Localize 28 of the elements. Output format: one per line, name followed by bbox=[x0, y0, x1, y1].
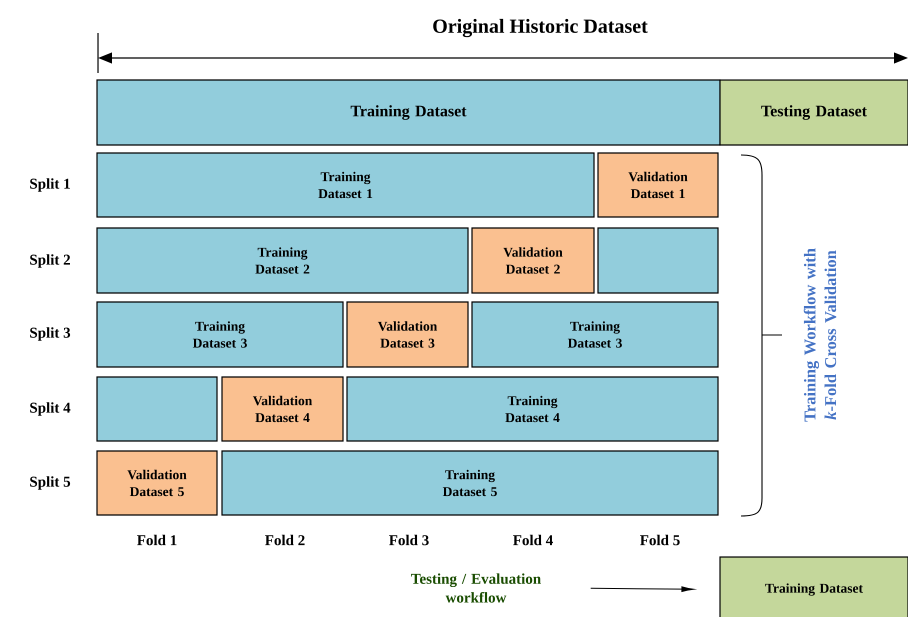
split-label: Split 5 bbox=[30, 476, 70, 490]
empty-fold-box bbox=[96, 376, 218, 442]
fold-box: Training Dataset 3 bbox=[96, 301, 344, 368]
fold-box: Validation Dataset 4 bbox=[221, 376, 344, 442]
dataset-bar: Training Dataset bbox=[96, 79, 721, 146]
workflow-label: Testing / Evaluation workflow bbox=[411, 573, 541, 603]
split-label: Split 4 bbox=[30, 402, 70, 416]
fold-label: Fold 2 bbox=[265, 534, 305, 546]
split-label: Split 1 bbox=[30, 178, 70, 192]
fold-box: Training Dataset 3 bbox=[471, 301, 719, 368]
dataset-bar: Testing Dataset bbox=[719, 79, 908, 146]
fold-box: Validation Dataset 5 bbox=[96, 450, 218, 516]
split-label: Split 2 bbox=[30, 254, 70, 268]
fold-box: Training Dataset 4 bbox=[346, 376, 719, 442]
fold-box: Validation Dataset 1 bbox=[597, 152, 719, 218]
title: Original Historic Dataset bbox=[433, 18, 648, 38]
fold-label: Fold 5 bbox=[640, 534, 680, 546]
fold-box: Validation Dataset 2 bbox=[471, 227, 595, 294]
fold-label: Fold 3 bbox=[389, 534, 429, 546]
fold-box: Training Dataset 1 bbox=[96, 152, 595, 218]
dataset-bar: Training Dataset bbox=[719, 556, 908, 617]
fold-label: Fold 1 bbox=[137, 534, 176, 546]
fold-box: Training Dataset 2 bbox=[96, 227, 469, 294]
split-label: Split 3 bbox=[30, 327, 70, 341]
empty-fold-box bbox=[597, 227, 719, 294]
fold-box: Validation Dataset 3 bbox=[346, 301, 469, 368]
fold-label: Fold 4 bbox=[513, 534, 553, 546]
fold-box: Training Dataset 5 bbox=[221, 450, 719, 516]
